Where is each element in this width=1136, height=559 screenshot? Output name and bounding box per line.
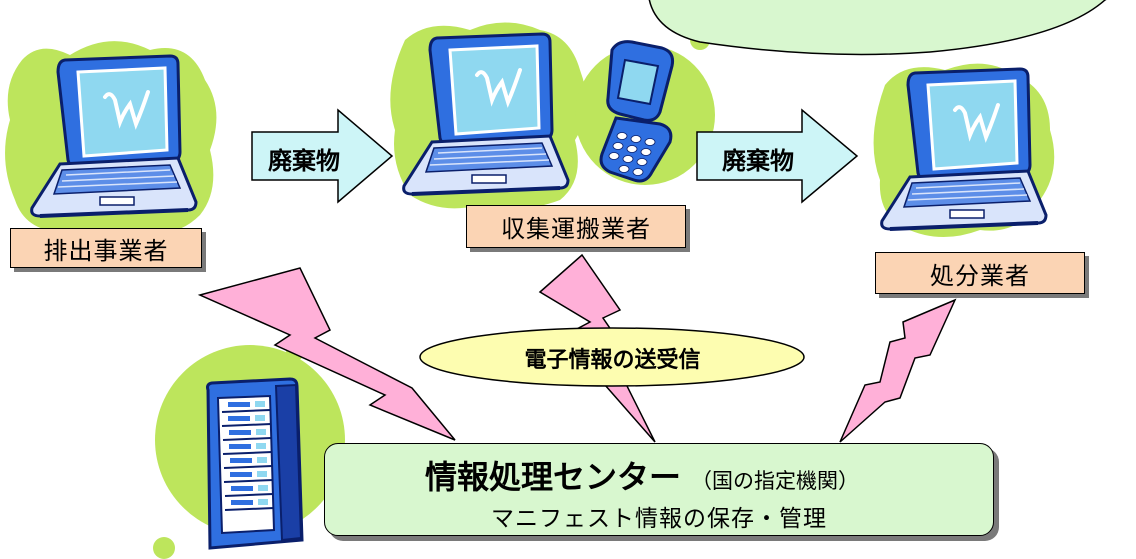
waste-arrow-label-1: 廃棄物 (268, 147, 340, 175)
callout-bubble (648, 0, 1107, 56)
discharger-label: 排出事業者 (10, 228, 202, 268)
lightning-bolt-icon-left (197, 267, 456, 441)
disposer-label: 処分業者 (875, 252, 1085, 294)
block-arrow-icon-2 (696, 108, 859, 204)
info-center-note: （国の指定機関） (691, 469, 860, 493)
lightning-bolt-icon-right (839, 298, 957, 443)
exchange-oval (419, 327, 805, 387)
server-rack-icon (206, 377, 304, 550)
discharger-label-text: 排出事業者 (43, 236, 169, 265)
collector-label: 収集運搬業者 (466, 205, 686, 248)
waste-arrow-label-2: 廃棄物 (722, 147, 794, 175)
info-center-title: 情報処理センター (425, 458, 682, 496)
exchange-label: 電子情報の送受信 (524, 348, 701, 373)
mobile-phone-icon (599, 40, 674, 183)
blob-server-dot-b (153, 537, 175, 559)
block-arrow-icon-1 (251, 108, 394, 204)
collector-label-text: 収集運搬業者 (501, 215, 651, 243)
info-center-box: 情報処理センター （国の指定機関） マニフェスト情報の保存・管理 (324, 443, 994, 536)
info-center-title-line: 情報処理センター （国の指定機関） (425, 452, 859, 498)
info-center-subtitle: マニフェスト情報の保存・管理 (491, 506, 827, 532)
disposer-label-text: 処分業者 (930, 261, 1030, 290)
